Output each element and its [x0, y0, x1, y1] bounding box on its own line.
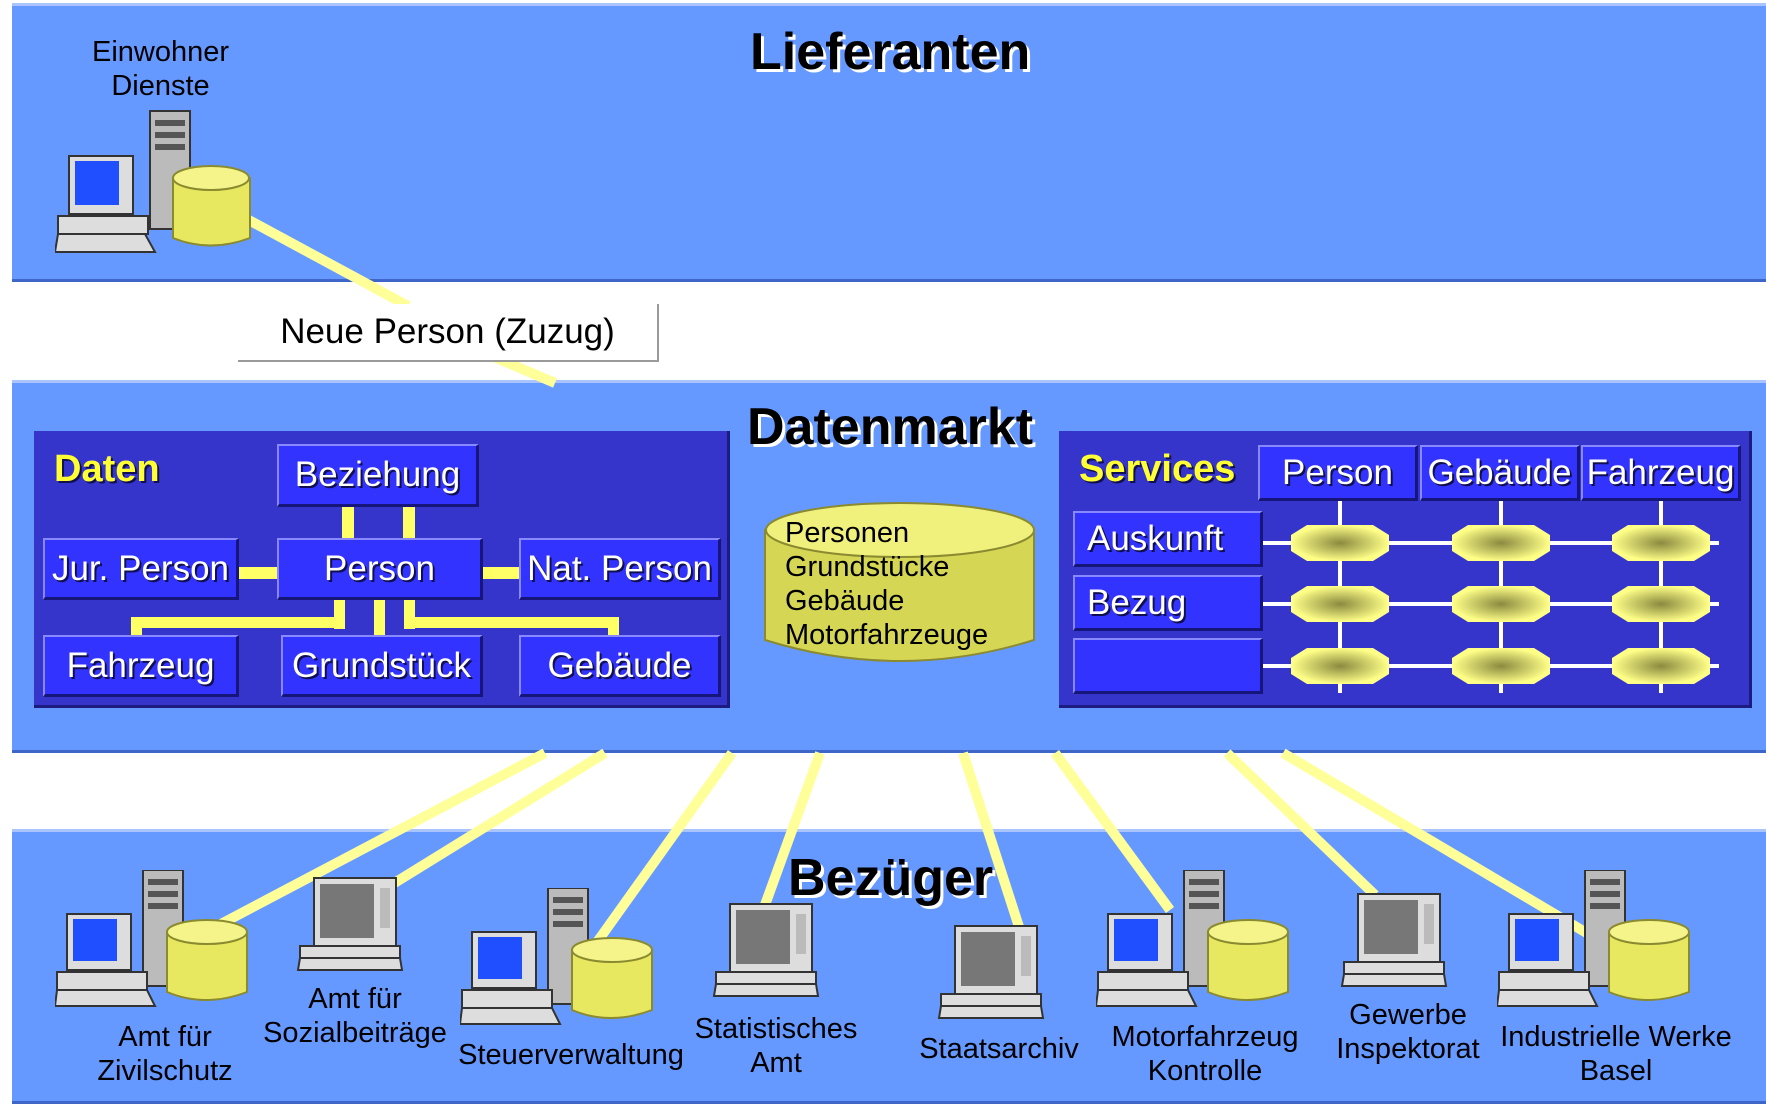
- consumer-label-statistisches-amt: Statistisches Amt: [694, 1013, 858, 1079]
- entity-beziehung: Beziehung: [277, 444, 479, 507]
- link-zivilschutz: [197, 748, 548, 940]
- services-title: Services: [1079, 448, 1236, 490]
- consumer-label-motorfahrzeug: Motorfahrzeug Kontrolle: [1111, 1021, 1299, 1087]
- daten-panel: Daten Beziehung Jur. Person Person Nat. …: [34, 431, 730, 708]
- statistisches-amt-terminal-icon: [712, 903, 820, 997]
- gewerbe-inspektorat-terminal-icon: [1340, 893, 1448, 987]
- entity-fahrzeug: Fahrzeug: [43, 635, 239, 697]
- steuerverwaltung-workstation-with-database-icon: [460, 888, 653, 1025]
- entity-jur-person: Jur. Person: [43, 538, 239, 600]
- database-items: Personen Grundstücke Gebäude Motorfahrze…: [785, 516, 988, 652]
- lieferanten-band: [12, 3, 1766, 282]
- consumer-label-gewerbe-inspektorat: Gewerbe Inspektorat: [1336, 999, 1480, 1065]
- industrielle-werke-workstation-with-database-icon: [1497, 870, 1690, 1007]
- link-statistisches-amt: [760, 751, 825, 907]
- service-column-gebaeude: Gebäude: [1420, 445, 1580, 501]
- services-panel: Services Person Gebäude Fahrzeug Auskunf…: [1059, 431, 1752, 708]
- services-matrix: [1263, 501, 1719, 693]
- service-row-auskunft: Auskunft: [1073, 511, 1263, 567]
- entity-nat-person: Nat. Person: [519, 538, 721, 600]
- service-row-bezug: Bezug: [1073, 575, 1263, 631]
- supplier-workstation-with-database-icon: [55, 110, 251, 253]
- service-column-fahrzeug: Fahrzeug: [1581, 445, 1741, 501]
- consumer-label-staatsarchiv: Staatsarchiv: [919, 1033, 1079, 1065]
- datenmarkt-title: Datenmarkt: [747, 398, 1034, 456]
- bezueger-title: Bezüger: [788, 849, 994, 907]
- database-item: Motorfahrzeuge: [785, 619, 989, 651]
- link-sozialbeitraege: [372, 748, 608, 900]
- service-column-person: Person: [1258, 445, 1418, 501]
- consumer-label-sozialbeitraege: Amt für Sozialbeiträge: [263, 983, 447, 1049]
- entity-person: Person: [277, 538, 483, 600]
- staatsarchiv-terminal-icon: [937, 925, 1045, 1019]
- database-item: Gebäude: [785, 585, 905, 617]
- entity-grundstueck: Grundstück: [281, 635, 483, 697]
- link-staatsarchiv: [958, 751, 1025, 932]
- entity-gebaeude: Gebäude: [519, 635, 721, 697]
- link-supplier-callout: [242, 213, 411, 311]
- motorfahrzeug-workstation-with-database-icon: [1096, 870, 1289, 1007]
- daten-title: Daten: [54, 448, 160, 490]
- database-item: Personen: [785, 517, 910, 549]
- supplier-label: Einwohner Dienste: [91, 36, 230, 102]
- consumer-label-industrielle-werke: Industrielle Werke Basel: [1500, 1021, 1732, 1087]
- new-person-callout-label: Neue Person (Zuzug): [280, 312, 615, 351]
- link-industrielle-werke: [1280, 748, 1593, 940]
- datenmarkt-database-icon: [764, 502, 1035, 662]
- daten-connectors: [131, 506, 619, 645]
- link-gewerbe: [1223, 749, 1379, 899]
- zivilschutz-workstation-with-database-icon: [55, 870, 248, 1007]
- sozialbeitraege-terminal-icon: [296, 877, 404, 971]
- link-motorfahrzeug: [1050, 750, 1175, 913]
- link-steuerverwaltung: [590, 750, 737, 948]
- consumer-label-steuerverwaltung: Steuerverwaltung: [458, 1039, 684, 1071]
- new-person-callout: Neue Person (Zuzug): [238, 304, 659, 362]
- database-item: Grundstücke: [785, 551, 950, 583]
- service-row-empty: [1073, 638, 1263, 694]
- consumer-label-zivilschutz: Amt für Zivilschutz: [97, 1021, 233, 1087]
- lieferanten-title: Lieferanten: [750, 23, 1031, 81]
